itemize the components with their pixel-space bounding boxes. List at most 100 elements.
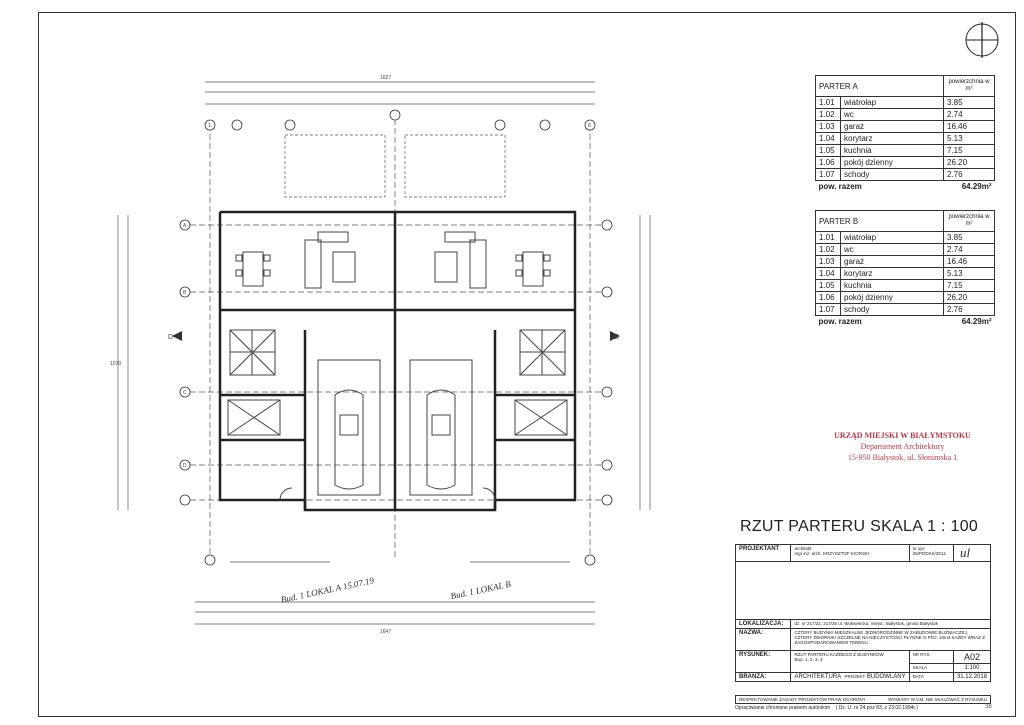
- room-area: 2.76: [943, 168, 995, 181]
- branza-value: ARCHITEKTURA: [794, 674, 842, 680]
- room-name: korytarz: [840, 267, 944, 280]
- projektant-name: mgr inż. arch. KRZYSZTOF KIORSKI: [794, 551, 870, 556]
- footer-right: WYMIARY W CM, NIE SKALOWAĆ Z RYSUNKU: [888, 697, 987, 702]
- room-number: 1.01: [815, 96, 841, 109]
- axis-label-c: C: [183, 390, 187, 396]
- room-number: 1.03: [815, 120, 841, 133]
- rysunek-value: RZUT PARTERU KAŻDEGO Z BUDYNKÓW: [794, 652, 884, 657]
- lokalizacja-label: LOKALIZACJA:: [734, 619, 792, 629]
- projekt-value: BUDOWLANY: [866, 674, 906, 680]
- projektant-label: PROJEKTANT: [734, 544, 792, 562]
- rysunek-label: RYSUNEK:: [734, 650, 792, 673]
- room-number: 1.05: [815, 144, 841, 157]
- room-number: 1.03: [815, 255, 841, 268]
- copyright: Opracowanie chronione prawem autorskim (…: [735, 705, 918, 711]
- skala-value: 1:100: [952, 663, 992, 673]
- room-area: 26.20: [943, 156, 995, 169]
- room-name: wiatrołap: [840, 96, 944, 109]
- room-area: 7.15: [943, 144, 995, 157]
- room-number: 1.02: [815, 243, 841, 256]
- projektant-nr: 25/PDOKK/2012: [912, 551, 946, 556]
- bud-label: Bud. 1, 2, 3, 4: [794, 657, 823, 662]
- projektant-nr-label: nr upr.: [912, 546, 926, 551]
- room-name: wiatrołap: [840, 231, 944, 244]
- room-number: 1.04: [815, 267, 841, 280]
- room-number: 1.01: [815, 231, 841, 244]
- lokalizacja-value: dz. nr 217/22, 217/26 ul. Wołowiecka, mi…: [790, 619, 991, 629]
- room-name: pokój dzienny: [840, 291, 944, 304]
- room-name: wc: [840, 108, 944, 121]
- total-label: pow. razem: [818, 317, 862, 326]
- copyright-text: Opracowanie chronione prawem autorskim: [735, 705, 831, 711]
- signature: ul: [952, 544, 992, 562]
- total-area: 64.29m²: [961, 317, 992, 326]
- room-area: 2.74: [943, 108, 995, 121]
- room-name: schody: [840, 168, 944, 181]
- room-number: 1.02: [815, 108, 841, 121]
- room-name: kuchnia: [840, 144, 944, 157]
- skala-label: SKALA: [908, 663, 954, 673]
- room-name: korytarz: [840, 132, 944, 145]
- stamp-line-2: Departament Architektury: [860, 442, 945, 451]
- room-number: 1.07: [815, 303, 841, 316]
- room-area: 5.13: [943, 132, 995, 145]
- stamp-line-3: 15-950 Białystok, ul. Słonimska 1: [847, 453, 958, 462]
- footer-notes: RESPEKTOWANIE ZASADY PROJEKTÓW PRAW OCHR…: [735, 695, 991, 704]
- room-area: 7.15: [943, 279, 995, 292]
- room-name: kuchnia: [840, 279, 944, 292]
- nazwa-value: CZTERY BUDYNKI MIESZKALNE JEDNORODZINNE …: [790, 628, 991, 651]
- page-number: 38: [985, 704, 992, 710]
- section-mark-right: D: [614, 334, 619, 341]
- drawing-title: RZUT PARTERU SKALA 1 : 100: [740, 518, 979, 535]
- data-label: DATA: [908, 672, 954, 682]
- room-number: 1.06: [815, 291, 841, 304]
- dim-top-label: 1627: [380, 75, 391, 81]
- axis-label-a: A: [183, 223, 187, 229]
- nr-rys-label: NR RYS.: [908, 650, 954, 664]
- room-area: 2.76: [943, 303, 995, 316]
- room-name: garaż: [840, 120, 944, 133]
- table-title: PARTER B: [815, 210, 944, 232]
- area-header: powierzchnia w m²: [943, 75, 995, 97]
- room-name: pokój dzienny: [840, 156, 944, 169]
- room-name: garaż: [840, 255, 944, 268]
- north-arrow-icon: [965, 22, 999, 58]
- data-value: 31.12.2018: [952, 672, 992, 682]
- nazwa-label: NAZWA:: [734, 628, 792, 651]
- office-stamp: URZĄD MIEJSKI W BIAŁYMSTOKU Departament …: [820, 430, 985, 463]
- dim-side-label: 1070: [110, 361, 121, 367]
- room-area: 3.85: [943, 231, 995, 244]
- dim-bottom-label: 1647: [380, 629, 391, 635]
- projektant-role: architekt: [794, 546, 812, 551]
- projekt-label: PROJEKT: [844, 674, 866, 679]
- room-area: 2.74: [943, 243, 995, 256]
- axis-label-8: 8: [588, 123, 591, 129]
- section-mark-left: D: [168, 334, 173, 341]
- room-number: 1.06: [815, 156, 841, 169]
- sheet-border: [38, 12, 1016, 717]
- footer-left: RESPEKTOWANIE ZASADY PROJEKTÓW PRAW OCHR…: [739, 697, 866, 702]
- room-area: 16.46: [943, 255, 995, 268]
- room-name: schody: [840, 303, 944, 316]
- room-area: 16.46: [943, 120, 995, 133]
- total-label: pow. razem: [818, 182, 862, 191]
- room-area: 5.13: [943, 267, 995, 280]
- blank-row: [735, 561, 991, 620]
- axis-label-d: D: [183, 463, 187, 469]
